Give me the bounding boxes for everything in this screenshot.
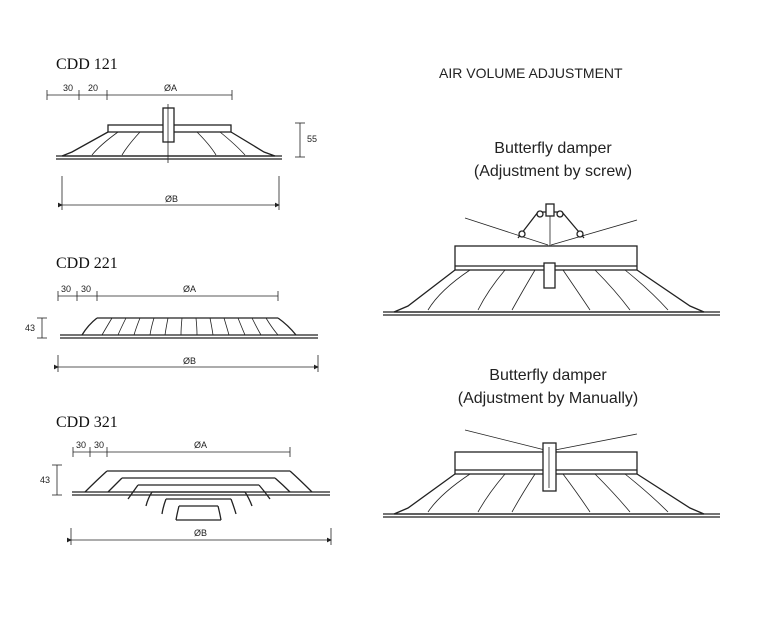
cdd121-dim-a: ØA (164, 83, 177, 93)
cdd121-dim-20: 20 (88, 83, 98, 93)
cdd121-title: CDD 121 (56, 56, 118, 73)
cdd321-dim-height: 43 (40, 475, 50, 485)
cdd221-dim-height: 43 (25, 323, 35, 333)
cdd121-center-screw (162, 107, 175, 143)
damper1-title: Butterfly damper (494, 140, 612, 157)
damper-screw-drawing: Butterfly damper (Adjustment by screw) (383, 140, 720, 316)
cdd221-dim-a: ØA (183, 284, 196, 294)
cdd321-dim-a: ØA (194, 440, 207, 450)
cdd321-outer-step (84, 470, 313, 493)
cdd121-dim-b: ØB (165, 194, 178, 204)
cdd221-drawing: CDD 221 30 30 ØA 43 ØB (25, 255, 319, 372)
damper2-title: Butterfly damper (489, 367, 607, 384)
air-volume-heading: AIR VOLUME ADJUSTMENT (439, 65, 623, 81)
cdd121-drawing: CDD 121 30 20 ØA 55 ØB (46, 56, 317, 210)
damper2-handle (542, 442, 557, 492)
damper2-subtitle: (Adjustment by Manually) (458, 390, 639, 407)
cdd121-dim-height: 55 (307, 134, 317, 144)
damper-manual-drawing: Butterfly damper (Adjustment by Manually… (383, 367, 720, 518)
cdd321-drawing: CDD 321 30 30 ØA 43 ØB (40, 414, 332, 545)
damper1-screw (543, 262, 556, 289)
cdd321-dim-b: ØB (194, 528, 207, 538)
cdd321-dim-30-a: 30 (76, 440, 86, 450)
cdd221-dim-30-b: 30 (81, 284, 91, 294)
cdd221-title: CDD 221 (56, 255, 118, 272)
damper1-subtitle: (Adjustment by screw) (474, 163, 632, 180)
cdd121-dim-30: 30 (63, 83, 73, 93)
cdd221-dim-b: ØB (183, 356, 196, 366)
cdd321-dim-30-b: 30 (94, 440, 104, 450)
cdd321-title: CDD 321 (56, 414, 118, 431)
cdd221-dim-30-a: 30 (61, 284, 71, 294)
